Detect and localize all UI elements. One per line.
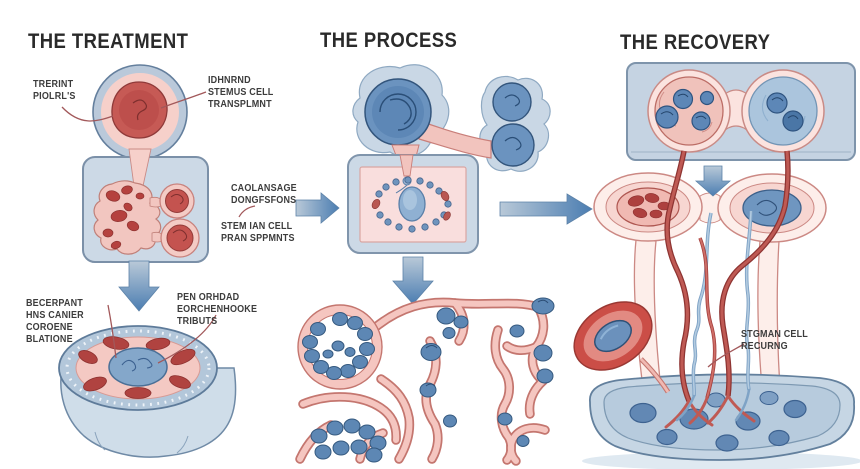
recovery-vessels (664, 150, 791, 429)
treatment-leader-lines (61, 91, 217, 364)
label-tributes: PEN ORHDAD EORCHENHOOKE TRIBUTS (177, 292, 258, 327)
collection-box (82, 148, 209, 263)
section-title-recovery: THE RECOVERY (620, 31, 771, 54)
arrow-right-icon (499, 193, 593, 225)
recovery-leader-line (707, 343, 745, 368)
label-recurring: STGMAN CELL RECURNG (741, 329, 808, 352)
label-collection: CAOLANSAGE DONGFSFONS (231, 183, 297, 206)
label-recipient: BECERPANT HNS CANIER COROENE BLATIONE (26, 298, 84, 345)
petri-dish (58, 325, 237, 458)
label-transplants: STEM IAN CELL PRAN SPPMNTS (221, 221, 295, 244)
recovery-dish (582, 373, 860, 469)
arrow-down-icon (118, 260, 160, 312)
label-donor: TRERINT PIOLRL'S (33, 79, 76, 102)
arrow-down-icon (694, 165, 732, 197)
donor-cell (92, 64, 188, 183)
vessel-network (295, 297, 555, 466)
harvested-stem-cells (352, 64, 551, 177)
section-title-treatment: THE TREATMENT (28, 30, 189, 53)
processing-chamber (347, 154, 479, 254)
recovery-illustration (573, 62, 860, 469)
red-blood-cell (573, 301, 671, 394)
label-transplant: IDHNRND STEMUS CELL TRANSPLMNT (208, 75, 274, 110)
process-leader-line (238, 205, 256, 218)
process-illustration (238, 64, 593, 466)
arrow-down-icon (392, 256, 434, 305)
arrow-right-icon (295, 192, 340, 224)
section-title-process: THE PROCESS (320, 29, 458, 52)
treatment-illustration (58, 64, 237, 458)
engraftment-panel (626, 62, 856, 161)
